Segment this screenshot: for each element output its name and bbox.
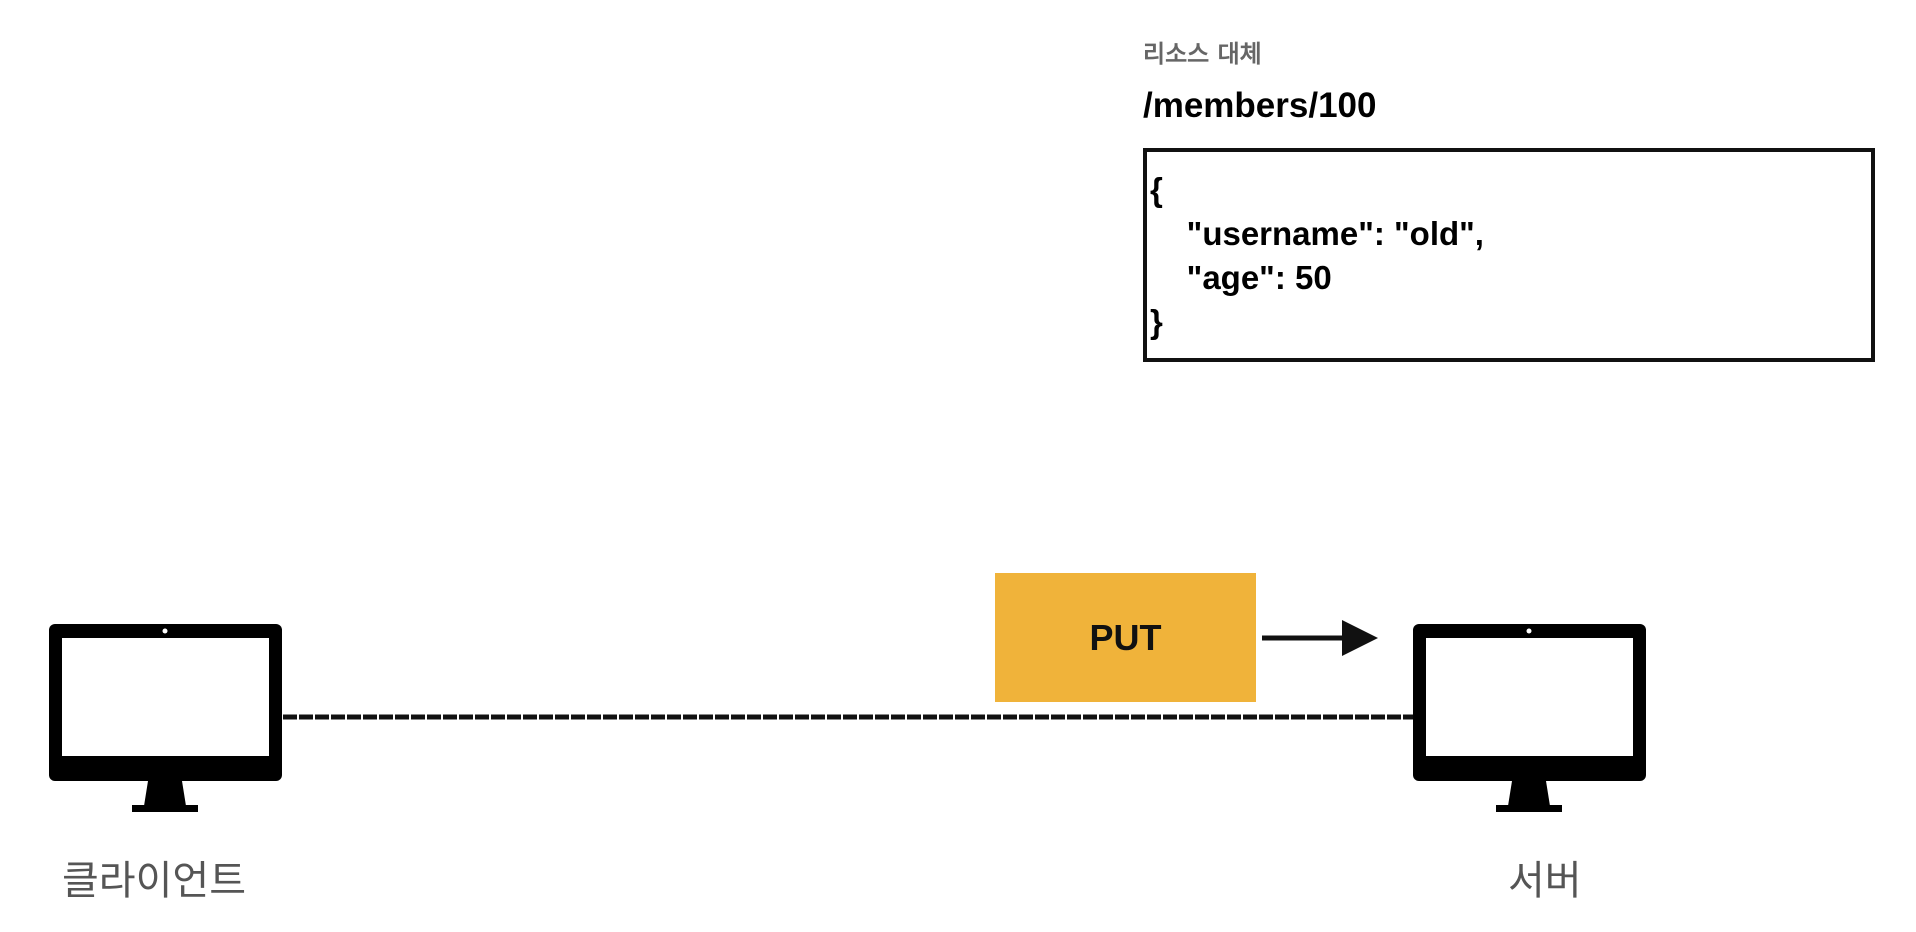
client-label: 클라이언트	[62, 858, 246, 904]
method-label: PUT	[1089, 616, 1162, 658]
server-monitor-icon	[1413, 624, 1646, 812]
json-line: "age": 50	[1150, 259, 1332, 296]
json-line: }	[1150, 303, 1163, 340]
resource-json: { "username": "old", "age": 50}	[1150, 168, 1484, 344]
client-monitor-icon	[49, 624, 282, 812]
put-method-badge: PUT	[995, 573, 1256, 702]
resource-json-box	[1143, 148, 1875, 362]
json-line: {	[1150, 171, 1163, 208]
resource-caption: 리소스 대체	[1143, 40, 1262, 68]
json-line: "username": "old",	[1150, 215, 1484, 252]
resource-path: /members/100	[1143, 86, 1377, 125]
arrow-right-icon	[1262, 620, 1378, 656]
server-label: 서버	[1508, 858, 1582, 904]
